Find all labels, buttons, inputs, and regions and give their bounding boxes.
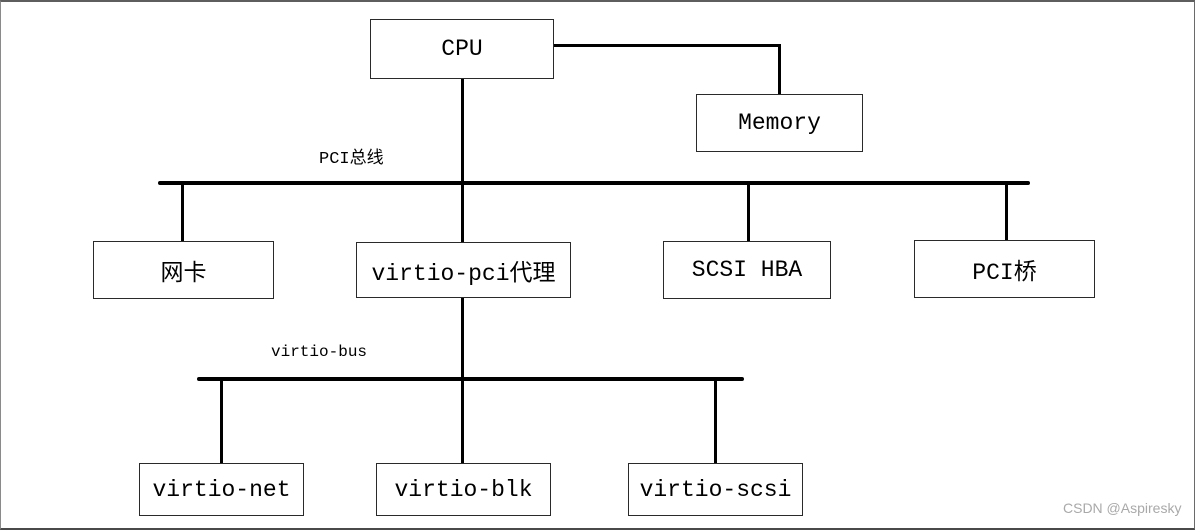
pci-bus-scsi-hba-connector bbox=[747, 183, 750, 241]
node-scsi-hba-label: SCSI HBA bbox=[691, 257, 803, 283]
virtio-bus-virtio-net-connector bbox=[220, 379, 223, 463]
pci-bus-pci-bridge-connector bbox=[1005, 183, 1008, 240]
virtio-bus-line bbox=[197, 377, 744, 381]
cpu-pci-bus-connector bbox=[461, 78, 464, 184]
node-cpu: CPU bbox=[370, 19, 554, 79]
node-memory: Memory bbox=[696, 94, 863, 152]
node-virtio-blk: virtio-blk bbox=[376, 463, 551, 516]
node-virtio-net-label: virtio-net bbox=[152, 476, 291, 503]
node-cpu-label: CPU bbox=[441, 36, 483, 62]
node-virtio-scsi: virtio-scsi bbox=[628, 463, 803, 516]
csdn-watermark: CSDN @Aspiresky bbox=[1063, 500, 1182, 516]
node-virtio-net: virtio-net bbox=[139, 463, 304, 516]
node-scsi-hba: SCSI HBA bbox=[663, 241, 831, 299]
virtio-bus-virtio-blk-connector bbox=[461, 379, 464, 463]
virtio-bus-label: virtio-bus bbox=[271, 343, 368, 361]
node-virtio-blk-label: virtio-blk bbox=[394, 476, 533, 503]
node-virtio-pci-proxy-label: virtio-pci代理 bbox=[371, 261, 556, 287]
node-nic: 网卡 bbox=[93, 241, 274, 299]
cpu-memory-connector-horizontal bbox=[554, 44, 781, 47]
node-memory-label: Memory bbox=[738, 110, 821, 136]
node-virtio-pci-proxy: virtio-pci代理 bbox=[356, 242, 571, 298]
node-pci-bridge: PCI桥 bbox=[914, 240, 1095, 298]
node-nic-label: 网卡 bbox=[160, 261, 207, 287]
pci-bus-line bbox=[158, 181, 1030, 185]
virtio-bus-virtio-scsi-connector bbox=[714, 379, 717, 463]
node-pci-bridge-label: PCI桥 bbox=[972, 260, 1037, 286]
cpu-memory-connector-vertical bbox=[778, 44, 781, 94]
node-virtio-scsi-label: virtio-scsi bbox=[639, 476, 792, 503]
pci-bus-nic-connector bbox=[181, 183, 184, 241]
virtio-pci-virtio-bus-connector bbox=[461, 298, 464, 379]
pci-bus-virtio-pci-connector bbox=[461, 183, 464, 242]
pci-bus-label: PCI总线 bbox=[319, 150, 384, 169]
